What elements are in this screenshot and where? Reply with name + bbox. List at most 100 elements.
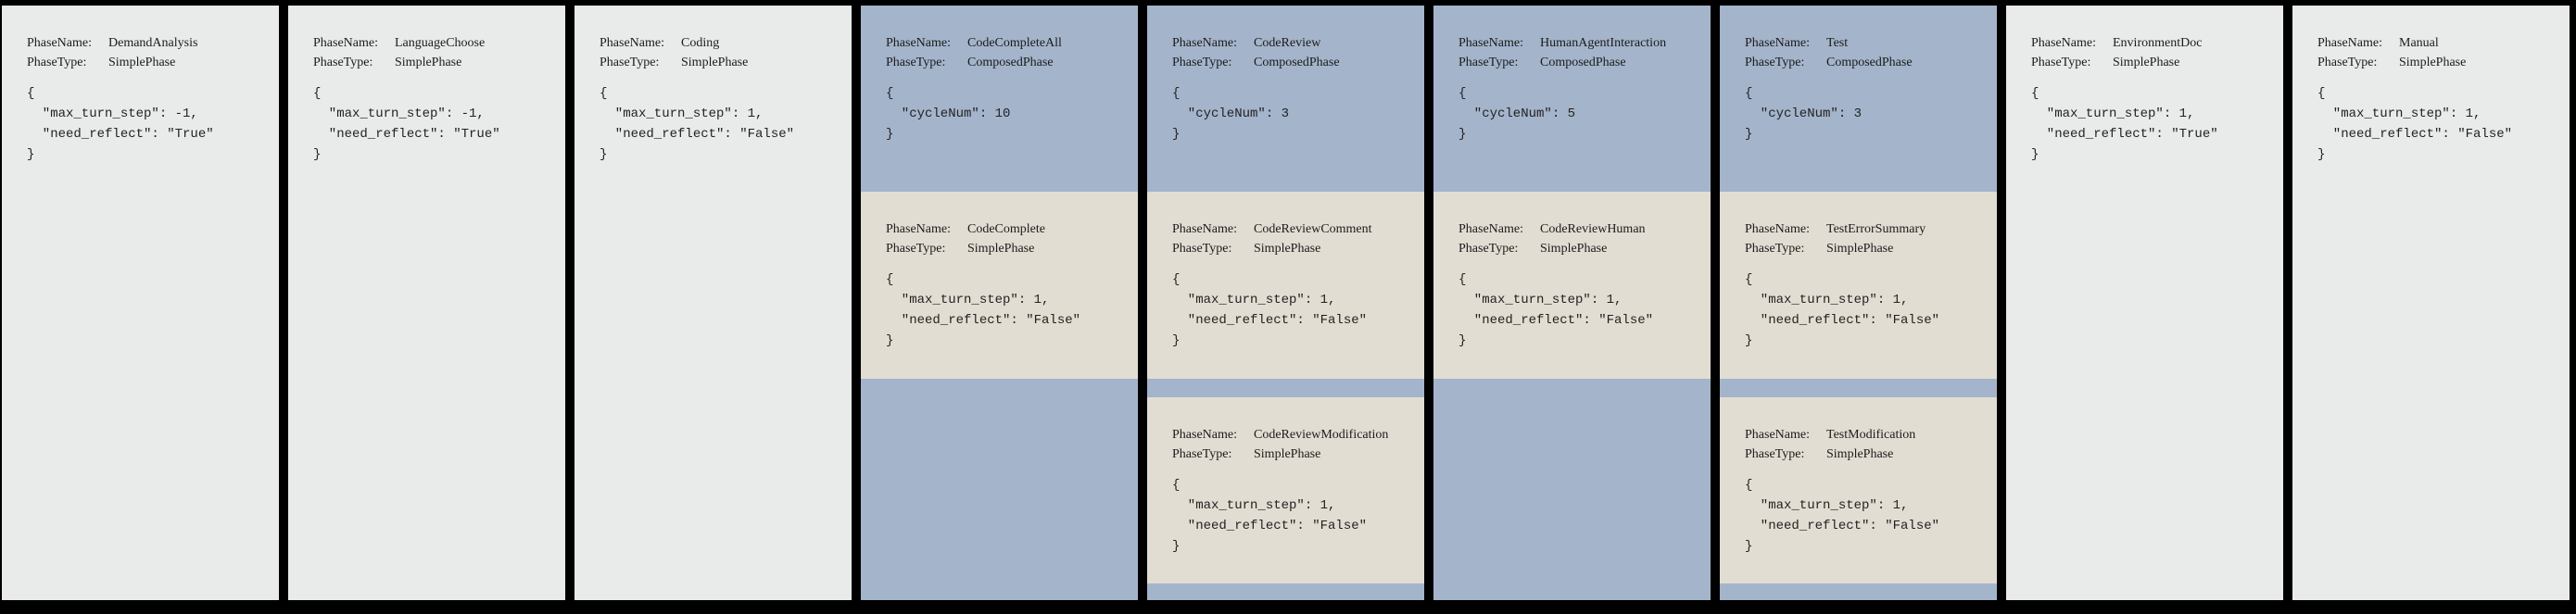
phase-type-value: SimplePhase: [2399, 56, 2467, 69]
phase-config-json: { "max_turn_step": 1, "need_reflect": "F…: [1172, 272, 1368, 348]
phase-config-json: { "cycleNum": 3 }: [1172, 86, 1290, 142]
phase-type-row: PhaseType: ComposedPhase: [1458, 53, 1698, 72]
phase-card-coding: PhaseName:Coding PhaseType:SimplePhase {…: [575, 6, 852, 600]
phase-name-label: PhaseName:: [886, 36, 951, 50]
phase-type-value: ComposedPhase: [967, 56, 1054, 69]
phase-info: PhaseName: Manual PhaseType: SimplePhase {…: [2292, 6, 2570, 165]
phase-type-label: PhaseType:: [1172, 242, 1232, 256]
phase-config-json: { "cycleNum": 5 }: [1458, 86, 1576, 142]
phase-config-json: { "cycleNum": 3 }: [1745, 86, 1863, 142]
phase-name-value: Test: [1826, 36, 1849, 50]
phase-type-label: PhaseType:: [27, 56, 87, 69]
phase-type-label: PhaseType:: [1458, 56, 1519, 69]
phase-info: PhaseName: CodeComplete PhaseType:SimpleP…: [861, 192, 1138, 351]
phase-type-value: SimplePhase: [1826, 447, 1894, 461]
phase-type-row: PhaseType: SimplePhase: [1745, 239, 1984, 258]
phase-type-value: SimplePhase: [1254, 242, 1321, 256]
phase-name-row: PhaseName: TestErrorSummary: [1745, 219, 1984, 239]
phase-name-row: PhaseName: HumanAgentInteraction: [1458, 33, 1698, 53]
phase-type-label: PhaseType:: [1745, 447, 1805, 461]
phase-config-json: { "max_turn_step": -1, "need_reflect": "…: [27, 86, 214, 162]
phase-name-value: TestModification: [1826, 428, 1916, 442]
phase-card-language-choose: PhaseName:LanguageChoose PhaseType:Simpl…: [288, 6, 565, 600]
subphase-card-test-modification: PhaseName: TestModification PhaseType: Sim…: [1720, 397, 1997, 583]
phase-type-label: PhaseType:: [1172, 56, 1232, 69]
subphase-card-test-error-summary: PhaseName: TestErrorSummary PhaseType: Sim…: [1720, 192, 1997, 379]
phase-type-row: PhaseType:SimplePhase: [2031, 53, 2270, 72]
phase-info: PhaseName: HumanAgentInteraction PhaseTyp…: [1433, 6, 1711, 144]
phase-info: PhaseName: CodeReviewHuman PhaseType:Simp…: [1433, 192, 1711, 351]
phase-card-code-complete-all: PhaseName:CodeCompleteAll PhaseType: Comp…: [861, 6, 1138, 600]
phase-config-json: { "max_turn_step": 1, "need_reflect": "F…: [1745, 272, 1940, 348]
phase-type-row: PhaseType:SimplePhase: [1458, 239, 1698, 258]
phase-config-json: { "max_turn_step": 1, "need_reflect": "T…: [2031, 86, 2218, 162]
phase-name-label: PhaseName:: [2317, 36, 2382, 50]
phase-card-environment-doc: PhaseName: EnvironmentDoc PhaseType:Simpl…: [2006, 6, 2283, 600]
phase-card-manual: PhaseName: Manual PhaseType: SimplePhase {…: [2292, 6, 2570, 600]
phase-name-value: CodeReviewHuman: [1540, 222, 1646, 236]
phase-name-row: PhaseName:CodeCompleteAll: [886, 33, 1125, 53]
phase-type-label: PhaseType:: [1458, 242, 1519, 256]
subphase-card-code-review-comment: PhaseName:CodeReviewComment PhaseType: Si…: [1147, 192, 1424, 379]
phase-type-value: SimplePhase: [1254, 447, 1321, 461]
phase-config-json: { "cycleNum": 10 }: [886, 86, 1011, 142]
phase-name-row: PhaseName:CodeReviewComment: [1172, 219, 1411, 239]
phase-name-label: PhaseName:: [1172, 36, 1237, 50]
phase-name-label: PhaseName:: [1458, 222, 1523, 236]
phase-name-row: PhaseName:Coding: [600, 33, 839, 53]
phase-card-human-agent-interaction: PhaseName: HumanAgentInteraction PhaseTyp…: [1433, 6, 1711, 600]
phase-info: PhaseName: EnvironmentDoc PhaseType:Simpl…: [2006, 6, 2283, 165]
phase-config-json: { "max_turn_step": 1, "need_reflect": "F…: [2317, 86, 2513, 162]
phase-card-demand-analysis: PhaseName:DemandAnalysis PhaseType:Simpl…: [2, 6, 279, 600]
phase-name-label: PhaseName:: [600, 36, 664, 50]
phase-name-label: PhaseName:: [1458, 36, 1523, 50]
phase-name-value: TestErrorSummary: [1826, 222, 1926, 236]
phase-name-value: EnvironmentDoc: [2113, 36, 2203, 50]
phase-name-label: PhaseName:: [2031, 36, 2096, 50]
phase-name-value: LanguageChoose: [395, 36, 486, 50]
phase-type-row: PhaseType:SimplePhase: [27, 53, 266, 72]
phase-name-value: CodeReviewModification: [1254, 428, 1389, 442]
phase-name-row: PhaseName:CodeReviewModification: [1172, 425, 1411, 445]
phase-type-value: SimplePhase: [1826, 242, 1894, 256]
phase-name-row: PhaseName:DemandAnalysis: [27, 33, 266, 53]
phase-name-label: PhaseName:: [27, 36, 92, 50]
phase-type-value: SimplePhase: [967, 242, 1035, 256]
phase-name-row: PhaseName: EnvironmentDoc: [2031, 33, 2270, 53]
phase-type-row: PhaseType: SimplePhase: [1172, 239, 1411, 258]
phase-info: PhaseName:CodeReview PhaseType:ComposedP…: [1147, 6, 1424, 144]
phase-type-row: PhaseType:SimplePhase: [600, 53, 839, 72]
phase-type-row: PhaseType: SimplePhase: [2317, 53, 2557, 72]
phase-info: PhaseName:Coding PhaseType:SimplePhase {…: [575, 6, 852, 165]
phase-info: PhaseName: TestErrorSummary PhaseType: Sim…: [1720, 192, 1997, 351]
phase-name-value: Manual: [2399, 36, 2439, 50]
phase-type-label: PhaseType:: [1745, 242, 1805, 256]
phase-name-label: PhaseName:: [1745, 428, 1810, 442]
subphase-card-code-complete: PhaseName: CodeComplete PhaseType:SimpleP…: [861, 192, 1138, 379]
phase-type-label: PhaseType:: [2317, 56, 2378, 69]
phase-name-label: PhaseName:: [886, 222, 951, 236]
phase-info: PhaseName:CodeReviewComment PhaseType: Si…: [1147, 192, 1424, 351]
phase-info: PhaseName:Test PhaseType:ComposedPhase {…: [1720, 6, 1997, 144]
subphase-card-code-review-modification: PhaseName:CodeReviewModification PhaseTy…: [1147, 397, 1424, 583]
phase-name-label: PhaseName:: [1745, 222, 1810, 236]
phase-card-code-review: PhaseName:CodeReview PhaseType:ComposedP…: [1147, 6, 1424, 600]
phase-config-json: { "max_turn_step": 1, "need_reflect": "F…: [1458, 272, 1654, 348]
phase-config-json: { "max_turn_step": -1, "need_reflect": "…: [313, 86, 500, 162]
phase-name-value: HumanAgentInteraction: [1540, 36, 1667, 50]
phase-name-row: PhaseName: CodeReviewHuman: [1458, 219, 1698, 239]
phase-info: PhaseName:DemandAnalysis PhaseType:Simpl…: [2, 6, 279, 165]
phase-type-label: PhaseType:: [886, 56, 946, 69]
phase-info: PhaseName:CodeCompleteAll PhaseType: Comp…: [861, 6, 1138, 144]
phase-type-label: PhaseType:: [2031, 56, 2091, 69]
phase-name-value: CodeComplete: [967, 222, 1045, 236]
phase-name-row: PhaseName: CodeReview: [1172, 33, 1411, 53]
phase-name-value: CodeReview: [1254, 36, 1321, 50]
phase-type-value: SimplePhase: [395, 56, 462, 69]
phase-type-row: PhaseType:SimplePhase: [886, 239, 1125, 258]
phase-name-label: PhaseName:: [1745, 36, 1810, 50]
phase-type-value: ComposedPhase: [1540, 56, 1626, 69]
phase-name-row: PhaseName: TestModification: [1745, 425, 1984, 445]
phase-name-value: CodeReviewComment: [1254, 222, 1372, 236]
